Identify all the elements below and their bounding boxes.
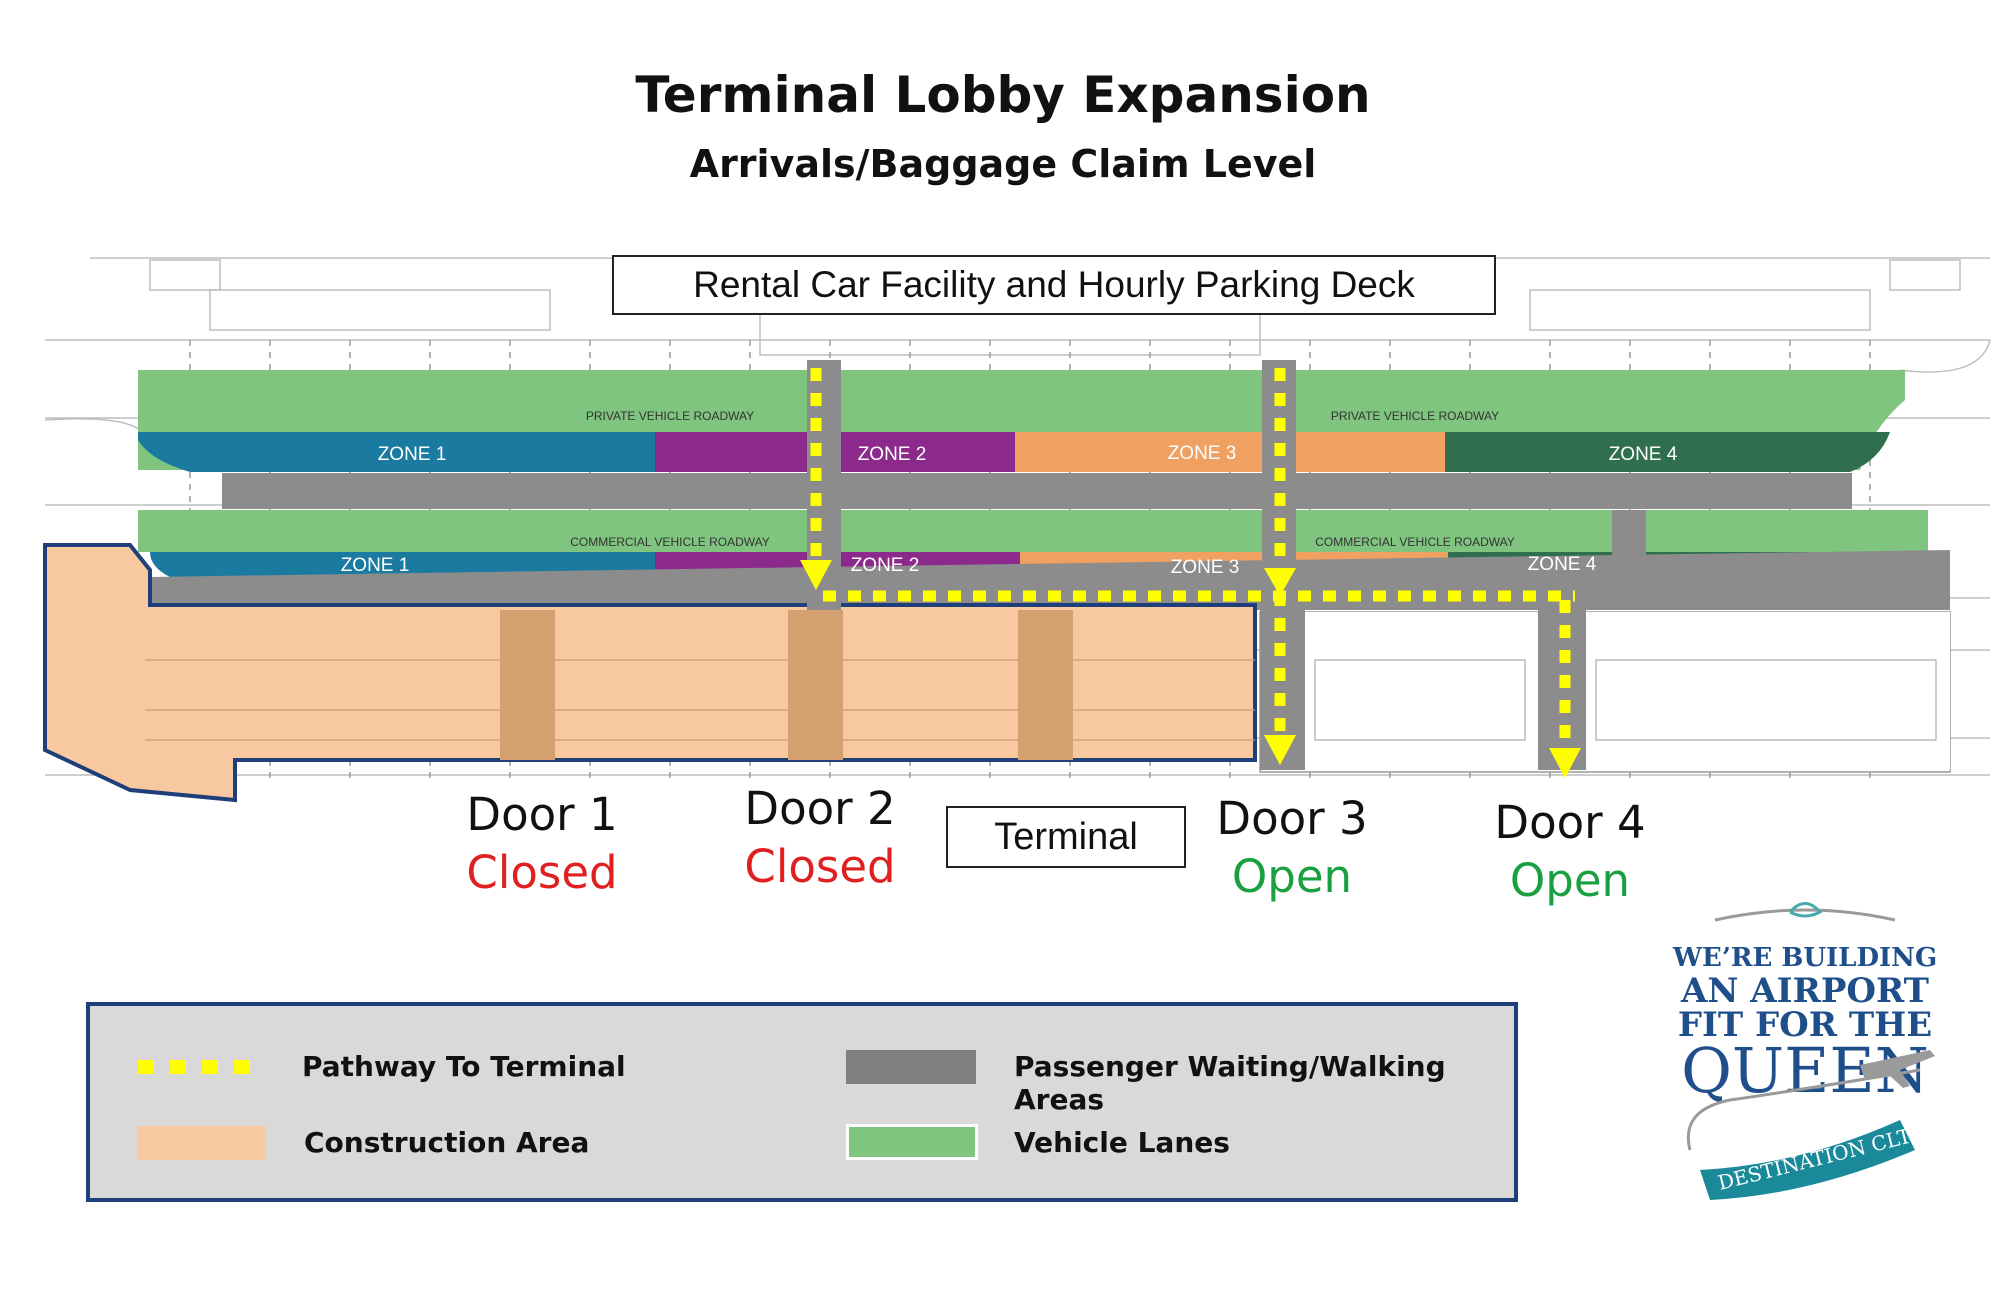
commercial-vehicle-roadway — [138, 510, 1928, 552]
legend-passenger-swatch — [846, 1050, 976, 1084]
destination-clt-logo: WE’RE BUILDING AN AIRPORT FIT FOR THE QU… — [1672, 902, 1937, 1200]
zone-1-commercial-label: ZONE 1 — [341, 555, 410, 576]
legend-passenger-label: Passenger Waiting/Walking Areas — [1014, 1050, 1446, 1116]
roadway-label-commercial-west: COMMERCIAL VEHICLE ROADWAY — [570, 535, 770, 549]
zone-2-commercial-label: ZONE 2 — [851, 555, 920, 576]
logo-line3: FIT FOR THE — [1678, 1005, 1932, 1045]
construction-area — [43, 543, 1257, 803]
zone-1-commercial — [150, 552, 655, 577]
zone-1-private-label: ZONE 1 — [378, 444, 447, 465]
door-3-label: Door 3 — [1216, 792, 1368, 845]
door-1-label: Door 1 — [466, 788, 618, 841]
legend-vehicle-label: Vehicle Lanes — [1014, 1126, 1230, 1159]
door-1-vestibule — [500, 610, 555, 760]
zone-2-private-label: ZONE 2 — [858, 444, 927, 465]
arrow-door3 — [1264, 735, 1296, 765]
door-2-vestibule — [788, 610, 843, 760]
plane-icon — [1860, 1050, 1935, 1088]
pathway-arrows — [800, 560, 1581, 778]
zone-3-private — [1015, 432, 1445, 472]
door-3-vestibule — [1018, 610, 1073, 760]
legend-pathway-swatch — [138, 1060, 262, 1074]
legend-construction-label: Construction Area — [304, 1126, 590, 1159]
door-4-status: Open — [1509, 854, 1631, 907]
legend-construction-swatch — [138, 1126, 266, 1160]
rental-car-facility-label: Rental Car Facility and Hourly Parking D… — [612, 255, 1496, 315]
passenger-median — [222, 473, 1852, 509]
roadway-label-commercial-east: COMMERCIAL VEHICLE ROADWAY — [1315, 535, 1515, 549]
terminal-label: Terminal — [946, 806, 1186, 868]
median-connector — [1612, 510, 1646, 580]
page-subtitle: Arrivals/Baggage Claim Level — [689, 142, 1317, 186]
door-2-label: Door 2 — [744, 782, 896, 835]
page-title: Terminal Lobby Expansion — [635, 66, 1371, 124]
roadway-label-private-east: PRIVATE VEHICLE ROADWAY — [1331, 409, 1499, 423]
door-1-status: Closed — [466, 846, 618, 899]
zone-3-private-label: ZONE 3 — [1168, 443, 1237, 464]
zone-3-commercial-label: ZONE 3 — [1171, 557, 1240, 578]
arrow-door4 — [1549, 748, 1581, 778]
legend-vehicle-swatch — [846, 1124, 978, 1160]
zone-1-private — [138, 432, 655, 472]
arrow-junction — [1264, 568, 1296, 596]
zone-4-private — [1445, 432, 1890, 472]
arrow-door2 — [800, 560, 832, 590]
zone-4-commercial-label: ZONE 4 — [1528, 554, 1597, 575]
pathway-to-terminal — [810, 368, 1575, 748]
map-legend: Pathway To Terminal Construction Area Pa… — [86, 1002, 1518, 1202]
roadway-label-private-west: PRIVATE VEHICLE ROADWAY — [586, 409, 754, 423]
door-3-status: Open — [1231, 850, 1353, 903]
zone-4-private-label: ZONE 4 — [1609, 444, 1678, 465]
door-4-label: Door 4 — [1494, 796, 1646, 849]
door-2-status: Closed — [744, 840, 896, 893]
logo-line1: WE’RE BUILDING — [1672, 943, 1937, 973]
logo-line2: AN AIRPORT — [1680, 971, 1929, 1011]
legend-pathway-label: Pathway To Terminal — [302, 1050, 626, 1083]
